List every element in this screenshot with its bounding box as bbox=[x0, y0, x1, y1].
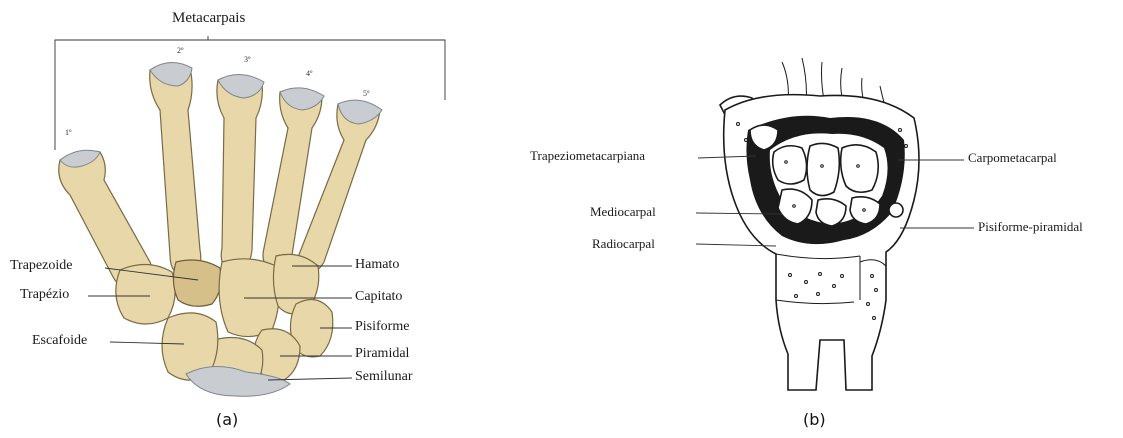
pisiforme-label: Pisiforme bbox=[355, 319, 409, 335]
escafoide-label: Escafoide bbox=[32, 333, 87, 349]
pisiforme-piramidal-label: Pisiforme-piramidal bbox=[978, 219, 1083, 235]
digit-4-label: 4º bbox=[306, 69, 312, 78]
mediocarpal-label: Mediocarpal bbox=[590, 204, 656, 220]
digit-5-label: 5º bbox=[363, 89, 369, 98]
trapezoide-bone bbox=[173, 260, 221, 306]
digit-1-label: 1º bbox=[65, 128, 71, 137]
trapeziometacarpiana-label: Trapeziometacarpiana bbox=[530, 148, 645, 164]
trapezio-label: Trapézio bbox=[20, 287, 69, 303]
digit-2-label: 2º bbox=[177, 46, 183, 55]
piramidal-label: Piramidal bbox=[355, 346, 409, 362]
panel-b-wrist-joints: Trapeziometacarpiana Mediocarpal Radioca… bbox=[520, 0, 1123, 438]
metacarpais-label: Metacarpais bbox=[172, 10, 245, 27]
metacarpal-3 bbox=[217, 75, 263, 272]
caption-a: (a) bbox=[216, 410, 238, 429]
trapezoide-label: Trapezoide bbox=[10, 258, 72, 274]
metacarpal-2 bbox=[150, 63, 201, 278]
hamato-label: Hamato bbox=[355, 257, 399, 273]
panel-a-hand-bones: Metacarpais 1º 2º 3º 4º 5º Trapezoide Tr… bbox=[0, 0, 470, 438]
pisiform bbox=[889, 203, 903, 217]
digit-3-label: 3º bbox=[244, 55, 250, 64]
capitato-label: Capitato bbox=[355, 289, 402, 305]
caption-b: (b) bbox=[803, 410, 826, 429]
carpometacarpal-label: Carpometacarpal bbox=[968, 150, 1057, 166]
semilunar-label: Semilunar bbox=[355, 369, 413, 385]
radiocarpal-label: Radiocarpal bbox=[592, 236, 655, 252]
